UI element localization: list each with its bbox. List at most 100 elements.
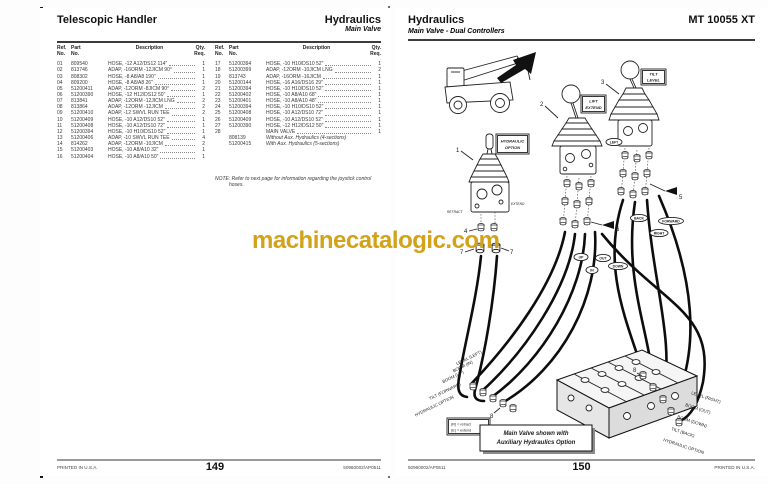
callout-4: 4 [464,229,468,235]
callout-8: 8 [490,414,494,420]
table-row: 25 51200408 HOSE, -10 A12/DS10 72" 1 [215,110,381,117]
subsection-name: Main Valve - Dual Controllers [408,28,505,35]
parts-table-right: Ref. No. Part No. Description Qty. Req. … [215,45,381,147]
page-title: Telescopic Handler [57,14,158,26]
table-row: 04 809200 HOSE, -8 A8/A8 26" 1 [57,79,205,86]
hose-tag: IN [590,268,594,272]
table-row: 08 813864 ADAP, -12ORM -12JICM 2 [57,104,205,111]
footer-rule [57,459,381,461]
table-row: 07 813841 ADAP, -12ORM -12JICM LNG 2 [57,98,205,105]
main-valve-block [555,349,699,439]
table-row: 21 51200394 HOSE, -10 H10/DS10 52" 1 [215,85,381,92]
col-desc: Description [135,45,164,51]
table-row: 01 809540 HOSE, -12 A12/DS12 114" 1 [57,61,205,68]
direction-arrow-icon [497,52,536,83]
col-part: Part No. [71,45,81,57]
table-row: 10 51200409 HOSE, -10 A12/DS10 52" 1 [57,116,205,123]
rows-17-28: 17 51200394 HOSE, -10 H10/DS10 52" 1 18 … [215,61,381,135]
table-row: 16 51200404 HOSE, -10 A8/A10 50" 1 [57,153,205,160]
footer-printed: PRINTED IN U.S.A. [714,465,755,470]
label-line: LIFT [589,99,598,104]
col-ref: Ref. No. [215,45,225,57]
header-rule [408,39,755,41]
callout-7: 7 [460,250,464,256]
hose-tag: UP [579,255,584,259]
callout-3: 3 [601,80,605,86]
header-rule [57,41,381,43]
legend-extend: (E) = extend [451,429,471,433]
hose-tag: BACK [634,216,644,220]
callout-7b: 7 [510,250,514,256]
callout-1: 1 [456,148,460,154]
table-row: 09 51200410 ADAP, -12 SWVL RUN TEE 2 [57,110,205,117]
legend-retract: (R) = retract [451,423,471,427]
col-part: Part No. [229,45,239,57]
hose-tag: FORWARD [662,219,680,223]
col-ref: Ref. No. [57,45,67,57]
telehandler-sketch-icon [444,55,531,114]
table-note: NOTE: Refer to next page for information… [215,176,372,189]
hose-tag: RIGHT [654,231,665,235]
joystick-1: RETRACT EXTEND [447,133,525,254]
joystick-3 [608,60,660,199]
table-row: 24 51200394 HOSE, -10 H10/DS10 52" 1 [215,104,381,111]
page-149: Telescopic Handler Hydraulics Main Valve… [40,8,390,476]
table-row: 20 51200144 HOSE, -16 A16/DS16 29" 1 [215,79,381,86]
callout-8b: 8 [633,368,637,374]
page-number: 150 [572,461,591,473]
callout-6: 6 [616,227,620,233]
label-line: EXTEND [585,105,601,110]
extend-label: EXTEND [511,202,525,206]
footer-docnum: 50960002/AP0511 [343,465,381,470]
table-header: Ref. No. Part No. Description Qty. Req. [57,45,205,57]
joystick-1-label-box: HYDRAULIC OPTION [495,133,530,155]
table-row: 19 813743 ADAP, -16ORM -16JICM 1 [215,73,381,80]
section-name: Hydraulics [408,14,465,26]
table-row: 18 51200399 ADAP, -12ORM -10JICM LNG 2 [215,67,381,74]
table-row: 15 51200403 HOSE, -10 A8/A10 32" 1 [57,147,205,154]
joystick-2-label-box: LIFT EXTEND [580,94,607,114]
table-row: 22 51200402 HOSE, -10 A8/A10 68" 1 [215,91,381,98]
label-line: OPTION [505,145,520,150]
variant-row: 808139 Without Aux. Hydraulics (4-sectio… [229,135,347,142]
table-row: 23 51200401 HOSE, -10 A8/A10 48" 1 [215,98,381,105]
label-line: LEVEL [647,78,660,83]
port-label: HYDRAULIC OPTION [663,437,705,454]
table-header: Ref. No. Part No. Description Qty. Req. [215,45,381,57]
table-row: 02 813746 ADAP, -16ORM -12JICM 90° 1 [57,67,205,74]
callouts: 1 2 3 4 7 7 6 5 8 8 [456,80,683,420]
table-row: 03 808302 HOSE, -8 A8/A8 190" 1 [57,73,205,80]
col-desc: Description [302,45,331,51]
section-header: Hydraulics Main Valve [325,14,381,33]
page-150: Hydraulics Main Valve - Dual Controllers… [395,8,768,476]
rows-01-16: 01 809540 HOSE, -12 A12/DS12 114" 1 02 8… [57,61,205,160]
table-row: 28 MAIN VALVE 1 [215,128,381,135]
main-valve-diagram: RETRACT EXTEND [414,52,722,454]
table-row: 14 814262 ADAP, -12ORM -10JICM 2 [57,141,205,148]
hose-tags: UP IN OUT DOWN LEFT BACK FORWARD RIGHT [573,137,684,275]
main-valve-variants: 808139 Without Aux. Hydraulics (4-sectio… [215,135,381,147]
variant-row: 51200415 With Aux. Hydraulics (5-section… [229,141,340,148]
footer-rule [408,459,755,461]
table-row: 17 51200394 HOSE, -10 H10/DS10 52" 1 [215,61,381,68]
callout-5: 5 [679,195,683,201]
table-row: 27 51200390 HOSE, -12 H12/DS12 50" 1 [215,122,381,129]
retract-label: RETRACT [447,210,464,214]
note-line: Auxiliary Hydraulics Option [496,440,576,446]
parts-table-left: Ref. No. Part No. Description Qty. Req. … [57,45,205,160]
note-line: Main Valve shown with [503,431,568,437]
footer-docnum: 50960002/AP0511 [408,465,446,470]
section-name: Hydraulics [324,14,381,26]
table-row: 12 51200394 HOSE, -10 H10/DS10 52" 1 [57,128,205,135]
table-row: 11 51200408 HOSE, -10 A12/DS10 72" 1 [57,122,205,129]
port-label: TILT (BACK) [671,426,696,438]
table-row: 13 51200406 ADAP, -10 SWVL RUN TEE 4 [57,135,205,142]
diagram-note-box: Main Valve shown with Auxiliary Hydrauli… [479,424,595,454]
subsection-name: Main Valve [345,26,381,33]
joystick-2 [551,84,603,229]
col-qty: Qty. Req. [194,45,205,57]
page-number: 149 [205,461,225,473]
watermark-text: machinecatalogic.com [252,227,500,254]
joystick-3-label-box: TILT LEVEL [640,68,667,86]
